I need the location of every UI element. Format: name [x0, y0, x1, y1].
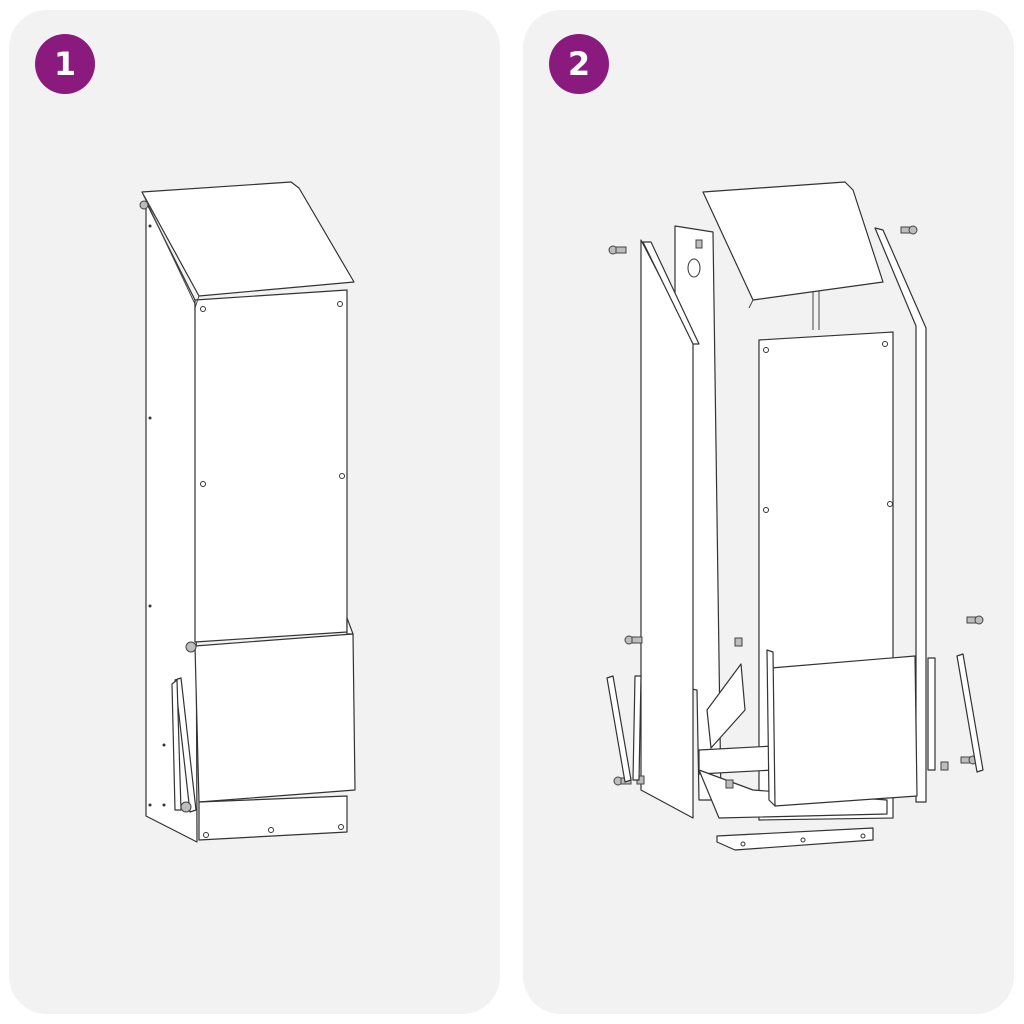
tray-bracket	[699, 746, 773, 774]
nut-icon	[735, 638, 742, 646]
support-arm-left-1	[607, 676, 631, 782]
step-1-panel: 1	[9, 10, 500, 1014]
step-number-badge: 2	[549, 34, 609, 94]
nut-icon	[696, 240, 702, 248]
hopper-panel	[195, 634, 355, 802]
step-2-panel: 2	[523, 10, 1014, 1014]
support-arm-left-2	[633, 676, 641, 780]
screw-mid-left	[625, 636, 642, 644]
inner-bracket	[707, 664, 745, 748]
exploded-view-illustration	[523, 10, 1014, 1014]
lid	[703, 182, 883, 300]
screw-mid-right	[967, 616, 983, 624]
nut-icon	[726, 780, 733, 788]
hopper-panel	[771, 656, 917, 806]
nut-icon	[941, 762, 948, 770]
left-side-panel	[146, 202, 197, 842]
screw-top-right	[901, 226, 917, 234]
right-side-panel	[875, 228, 926, 802]
arm-bolt-icon	[181, 802, 191, 812]
keyhole-slot	[688, 259, 700, 277]
step-number-badge: 1	[35, 34, 95, 94]
support-arms	[172, 642, 196, 812]
assembled-cabinet-illustration	[9, 10, 500, 1014]
hinge-bolt-icon	[186, 642, 196, 652]
hinge-bolt-icon	[140, 201, 148, 209]
support-arm-right-1	[928, 658, 935, 770]
front-panel	[195, 290, 347, 642]
screw-top-left	[609, 246, 626, 254]
support-arm-right-2	[957, 654, 983, 772]
base-tray	[199, 796, 347, 840]
lid	[142, 182, 354, 296]
base-foot	[717, 828, 873, 850]
